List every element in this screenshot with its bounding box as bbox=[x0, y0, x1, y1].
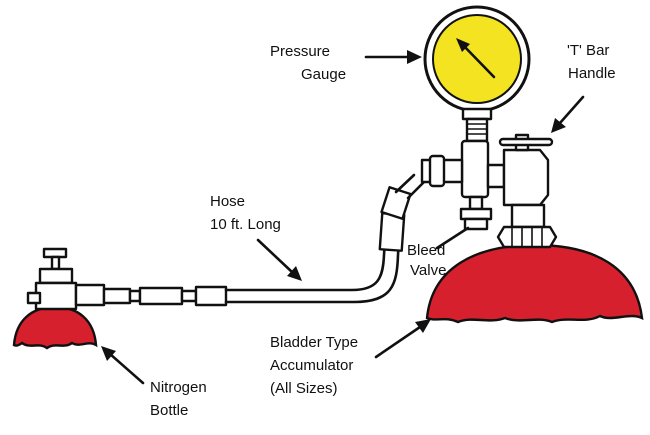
label-bleed-valve-line2: Valve bbox=[410, 262, 446, 279]
pressure-gauge bbox=[423, 5, 531, 143]
arrow-pressure-gauge bbox=[364, 50, 422, 64]
label-accumulator-line2: Accumulator bbox=[270, 357, 353, 374]
gauge-needle-tip bbox=[456, 38, 470, 52]
arrow-t-bar-handle bbox=[551, 95, 585, 133]
arrow-bleed-valve bbox=[435, 226, 470, 250]
arrow-accumulator bbox=[374, 319, 431, 359]
label-t-bar-line2: Handle bbox=[568, 65, 616, 82]
charging-valve bbox=[420, 133, 558, 249]
label-nitrogen-line1: Nitrogen bbox=[150, 379, 207, 396]
accumulator-shell bbox=[425, 243, 644, 324]
labels: Pressure Gauge 'T' Bar Handle Hose 10 ft… bbox=[150, 42, 616, 419]
label-bleed-valve-line1: Bleed bbox=[407, 242, 445, 259]
nitrogen-bottle-shell bbox=[12, 305, 98, 350]
label-accumulator-line3: (All Sizes) bbox=[270, 380, 338, 397]
label-accumulator-line1: Bladder Type bbox=[270, 334, 358, 351]
callout-arrows bbox=[101, 50, 585, 385]
label-nitrogen-line2: Bottle bbox=[150, 402, 188, 419]
arrow-nitrogen-bottle bbox=[101, 346, 145, 385]
label-hose-line1: Hose bbox=[210, 193, 245, 210]
label-t-bar-line1: 'T' Bar bbox=[567, 42, 609, 59]
nitrogen-valve bbox=[26, 247, 132, 311]
label-pressure-gauge-line2: Gauge bbox=[301, 66, 346, 83]
hose bbox=[128, 173, 426, 307]
nitrogen-bottle bbox=[12, 305, 98, 350]
gauge-needle bbox=[459, 41, 496, 79]
label-pressure-gauge-line1: Pressure bbox=[270, 43, 330, 60]
label-hose-line2: 10 ft. Long bbox=[210, 216, 281, 233]
arrow-hose bbox=[256, 238, 302, 281]
bladder-accumulator bbox=[425, 243, 644, 324]
